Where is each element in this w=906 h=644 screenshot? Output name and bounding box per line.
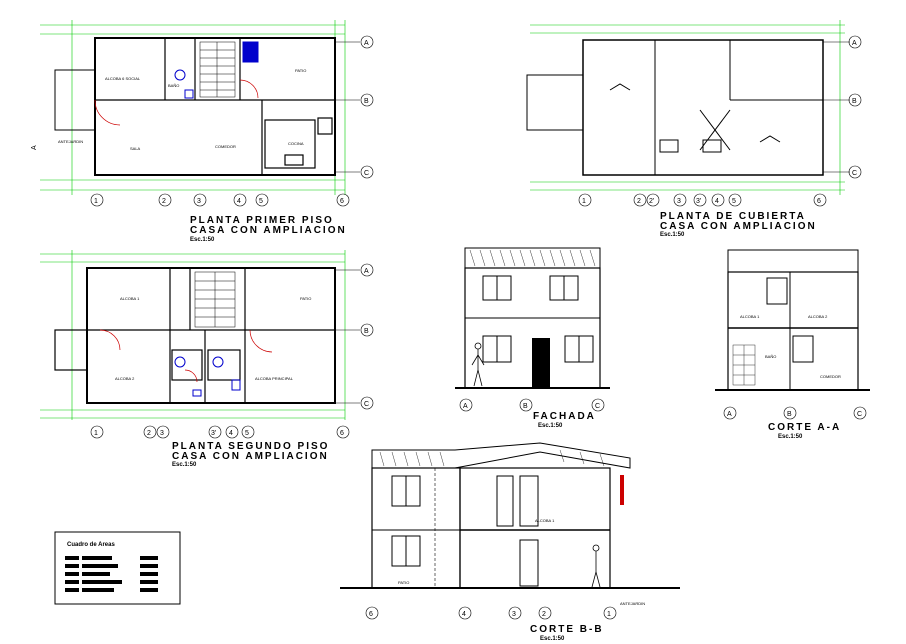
room-alcoba-principal: ALCOBA PRINCIPAL	[255, 376, 294, 381]
p2-grid-col-1: 1	[94, 430, 98, 437]
room-alcoba-2: ALCOBA 2	[115, 376, 135, 381]
roof-grid-row-c: C	[852, 170, 857, 177]
aa-title: CORTE A-A	[768, 422, 841, 433]
grid-col-2: 2	[162, 198, 166, 205]
grid-row-b: B	[364, 98, 369, 105]
roof-grid-col-5: 5	[732, 198, 736, 205]
room-alcoba-social: ALCOBA 6 SOCIAL	[105, 76, 141, 81]
facade-grid-c: C	[595, 403, 600, 410]
room-alcoba-1: ALCOBA 1	[120, 296, 140, 301]
roof-scale: Esc.1:50	[660, 232, 685, 238]
aa-room-alcoba-2: ALCOBA 2	[808, 314, 828, 319]
bb-room-patio: PATIO	[398, 580, 409, 585]
roof-grid-col-6: 6	[817, 198, 821, 205]
grid-col-4: 4	[237, 198, 241, 205]
room-patio-2: PATIO	[300, 296, 311, 301]
facade-grid-b: B	[523, 403, 528, 410]
roof-grid-col-3p: 3'	[696, 198, 701, 205]
bb-room-antejardin: ANTEJARDIN	[620, 601, 645, 606]
aa-scale: Esc.1:50	[778, 434, 803, 440]
grid-col-3: 3	[197, 198, 201, 205]
grid-row-a: A	[364, 40, 369, 47]
bb-room-alcoba-1: ALCOBA 1	[535, 518, 555, 523]
plan1-subtitle: CASA CON AMPLIACION	[190, 225, 347, 236]
grid-col-1: 1	[94, 198, 98, 205]
plan1-title: PLANTA PRIMER PISO	[190, 215, 334, 226]
roof-grid-col-4: 4	[715, 198, 719, 205]
grid-row-c: C	[364, 170, 369, 177]
areas-table: Cuadro de Areas	[54, 531, 181, 605]
facade-scale: Esc.1:50	[538, 423, 563, 429]
section-marker-a: A	[31, 145, 38, 150]
facade-grid-a: A	[463, 403, 468, 410]
p2-grid-row-a: A	[364, 268, 369, 275]
p2-grid-row-c: C	[364, 401, 369, 408]
aa-room-alcoba-1: ALCOBA 1	[740, 314, 760, 319]
room-bano: BAÑO	[168, 83, 179, 88]
facade-title: FACHADA	[533, 411, 596, 422]
roof-grid-row-b: B	[852, 98, 857, 105]
aa-grid-a: A	[727, 411, 732, 418]
plan2-subtitle: CASA CON AMPLIACION	[172, 451, 329, 462]
p2-grid-col-3: 3	[160, 430, 164, 437]
p2-grid-col-5: 5	[245, 430, 249, 437]
grid-col-5: 5	[259, 198, 263, 205]
roof-grid-col-3: 3	[677, 198, 681, 205]
room-antejardin: ANTEJARDIN	[58, 139, 83, 144]
areas-table-title: Cuadro de Areas	[67, 542, 115, 548]
corte-b-b: 6 4 3 2 1 ALCOBA 1 PATIO ANTEJARDIN CORT…	[340, 442, 680, 642]
roof-grid-row-a: A	[852, 40, 857, 47]
fachada-elevation: A B C FACHADA Esc.1:50	[455, 247, 610, 429]
plan-segundo-piso: A B C 1 2 3 3' 4 5 6 ALCOBA 1 PATIO ALCO…	[40, 250, 374, 468]
room-sala: SALA	[130, 146, 141, 151]
bb-scale: Esc.1:50	[540, 636, 565, 642]
p2-grid-row-b: B	[364, 328, 369, 335]
roof-grid-col-1: 1	[582, 198, 586, 205]
aa-room-bano: BAÑO	[765, 354, 776, 359]
plan1-scale: Esc.1:50	[190, 237, 215, 243]
aa-grid-c: C	[857, 411, 862, 418]
plan2-title: PLANTA SEGUNDO PISO	[172, 441, 329, 452]
bb-grid-4: 4	[462, 611, 466, 618]
bb-title: CORTE B-B	[530, 624, 604, 635]
room-comedor: COMEDOR	[215, 144, 236, 149]
bb-grid-1: 1	[607, 611, 611, 618]
roof-grid-col-2: 2	[637, 198, 641, 205]
corte-a-a: ALCOBA 1 ALCOBA 2 BAÑO COMEDOR A B C COR…	[715, 249, 870, 440]
p2-grid-col-3p: 3'	[211, 430, 216, 437]
aa-room-comedor: COMEDOR	[820, 374, 841, 379]
bb-grid-6: 6	[369, 611, 373, 618]
room-patio: PATIO	[295, 68, 306, 73]
bb-grid-3: 3	[512, 611, 516, 618]
roof-title: PLANTA DE CUBIERTA	[660, 211, 806, 222]
p2-grid-col-4: 4	[229, 430, 233, 437]
grid-col-6: 6	[340, 198, 344, 205]
bb-grid-2: 2	[542, 611, 546, 618]
room-cocina: COCINA	[288, 141, 304, 146]
roof-subtitle: CASA CON AMPLIACION	[660, 221, 817, 232]
p2-grid-col-2: 2	[147, 430, 151, 437]
roof-grid-col-2p: 2'	[649, 198, 654, 205]
planta-de-cubierta: A B C 1 2 2' 3 3' 4 5 6 PLANTA DE CUBIER…	[526, 20, 862, 238]
plan-primer-piso: A B C 1 2 3 4 5 6 A ALCOBA 6 SOCIAL BAÑO…	[31, 20, 374, 243]
aa-grid-b: B	[787, 411, 792, 418]
plan2-scale: Esc.1:50	[172, 462, 197, 468]
p2-grid-col-6: 6	[340, 430, 344, 437]
